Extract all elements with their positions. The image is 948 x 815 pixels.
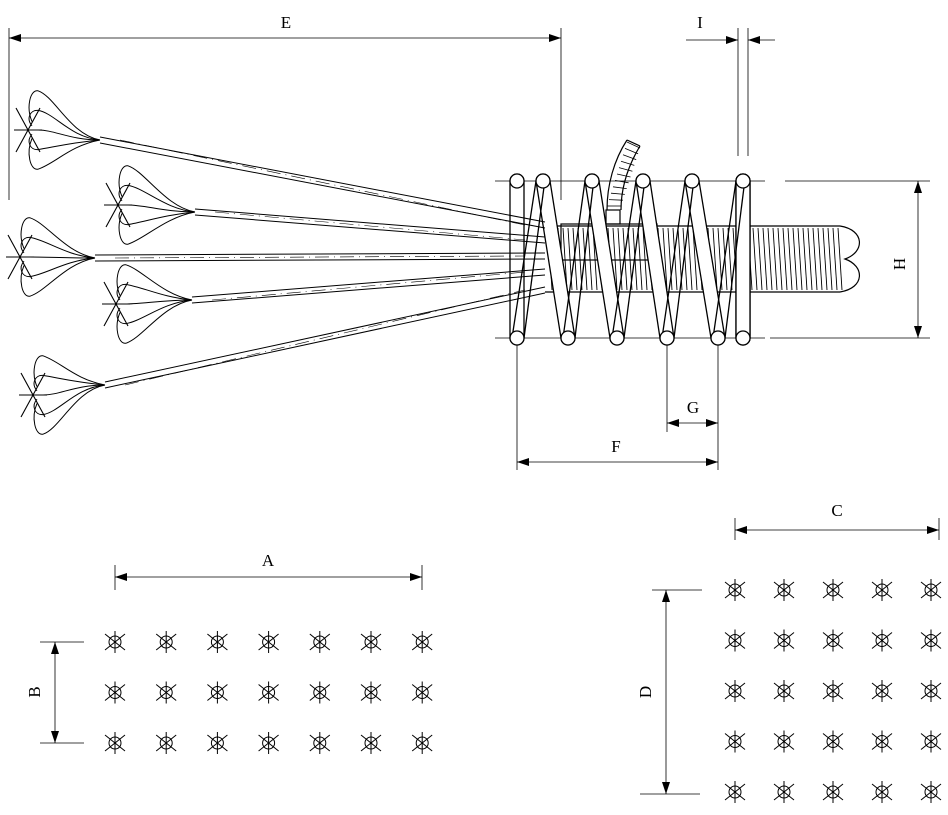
- marker-symbol: [155, 631, 177, 653]
- dimension-d: D: [636, 589, 702, 795]
- marker-symbol: [822, 579, 844, 601]
- dimension-g: G: [666, 345, 719, 470]
- coil-top-loop: [635, 173, 651, 189]
- dimension-label-g: G: [687, 398, 699, 417]
- marker-symbol: [920, 730, 942, 753]
- coil-rear-strand: [574, 186, 594, 339]
- marker-symbol: [258, 681, 279, 704]
- coil-bottom-loop: [710, 330, 726, 346]
- marker-symbol: [773, 680, 795, 702]
- marker-symbol: [724, 579, 746, 601]
- marker-symbol: [258, 732, 279, 754]
- dimension-label-c: C: [831, 501, 842, 520]
- coil-rear-strand: [562, 180, 586, 339]
- dimension-label-a: A: [262, 551, 275, 570]
- marker-symbol: [822, 629, 844, 652]
- coil-rear-strand: [661, 180, 686, 339]
- marker-symbol: [309, 681, 331, 704]
- dimension-label-h: H: [890, 258, 909, 270]
- marker-symbol: [104, 732, 126, 754]
- coil-rear-strand: [724, 186, 745, 339]
- hook: [104, 165, 546, 245]
- marker-symbol: [104, 681, 126, 704]
- dimension-b: B: [25, 641, 84, 744]
- dimension-label-b: B: [25, 686, 44, 697]
- coil-bottom-loop: [560, 330, 576, 346]
- coil-bottom-loop: [735, 330, 751, 346]
- marker-symbol: [309, 631, 331, 653]
- marker-symbol: [258, 631, 279, 653]
- hook: [6, 217, 546, 297]
- marker-pattern-right: [724, 579, 942, 803]
- marker-symbol: [360, 681, 382, 704]
- marker-symbol: [871, 680, 893, 702]
- dimension-c: C: [734, 501, 940, 540]
- hook: [102, 264, 546, 344]
- coil-top-loop: [509, 173, 525, 189]
- marker-symbol: [920, 579, 942, 601]
- marker-symbol: [411, 732, 433, 754]
- coil-rear-strand: [611, 180, 637, 339]
- marker-symbol: [871, 730, 893, 753]
- marker-symbol: [207, 732, 228, 754]
- coil-bottom-loop: [609, 330, 625, 346]
- coil-rear-strand: [523, 186, 545, 339]
- marker-symbol: [920, 629, 942, 652]
- marker-symbol: [360, 631, 382, 653]
- coil-bottom-loop: [659, 330, 675, 346]
- coil-top-loop: [584, 173, 600, 189]
- hook: [19, 286, 546, 435]
- marker-symbol: [155, 732, 177, 754]
- coil-bottom-loop: [509, 330, 525, 346]
- dimension-a: A: [114, 551, 423, 590]
- dimension-f: F: [516, 345, 718, 470]
- marker-symbol: [411, 681, 433, 704]
- dimension-label-d: D: [636, 686, 655, 698]
- hooks: [6, 90, 546, 435]
- marker-symbol: [822, 730, 844, 753]
- marker-symbol: [773, 781, 795, 803]
- marker-symbol: [773, 730, 795, 753]
- marker-symbol: [871, 629, 893, 652]
- marker-symbol: [724, 629, 746, 652]
- coil-top-loop: [535, 173, 551, 189]
- threaded-shaft: [545, 225, 860, 293]
- coil-top-loop: [684, 173, 700, 189]
- hook: [14, 90, 546, 229]
- flexible-hose: [606, 139, 641, 211]
- marker-symbol: [822, 680, 844, 702]
- marker-symbol: [871, 781, 893, 803]
- dimension-label-e: E: [281, 13, 291, 32]
- marker-symbol: [309, 732, 331, 754]
- marker-symbol: [724, 781, 746, 803]
- dimension-label-f: F: [611, 437, 620, 456]
- marker-symbol: [155, 681, 177, 704]
- dimension-e: E: [8, 13, 562, 200]
- dimension-h: H: [770, 180, 930, 339]
- marker-symbol: [360, 732, 382, 754]
- coil-rear-strand: [712, 180, 737, 339]
- marker-symbol: [207, 681, 228, 704]
- marker-symbol: [724, 730, 746, 753]
- marker-symbol: [822, 781, 844, 803]
- marker-symbol: [920, 781, 942, 803]
- coil-top-loop: [735, 173, 751, 189]
- marker-symbol: [920, 680, 942, 702]
- dimension-label-i: I: [697, 13, 703, 32]
- dimension-i: I: [686, 13, 775, 156]
- coil-rear-strand: [623, 186, 645, 339]
- coil-spring: [495, 173, 765, 346]
- marker-pattern-left: [104, 631, 433, 754]
- marker-symbol: [411, 631, 433, 653]
- marker-symbol: [773, 629, 795, 652]
- marker-symbol: [724, 680, 746, 702]
- marker-symbol: [773, 579, 795, 601]
- marker-symbol: [207, 631, 228, 653]
- coil-rear-strand: [673, 186, 694, 339]
- marker-symbol: [871, 579, 893, 601]
- marker-symbol: [104, 631, 126, 653]
